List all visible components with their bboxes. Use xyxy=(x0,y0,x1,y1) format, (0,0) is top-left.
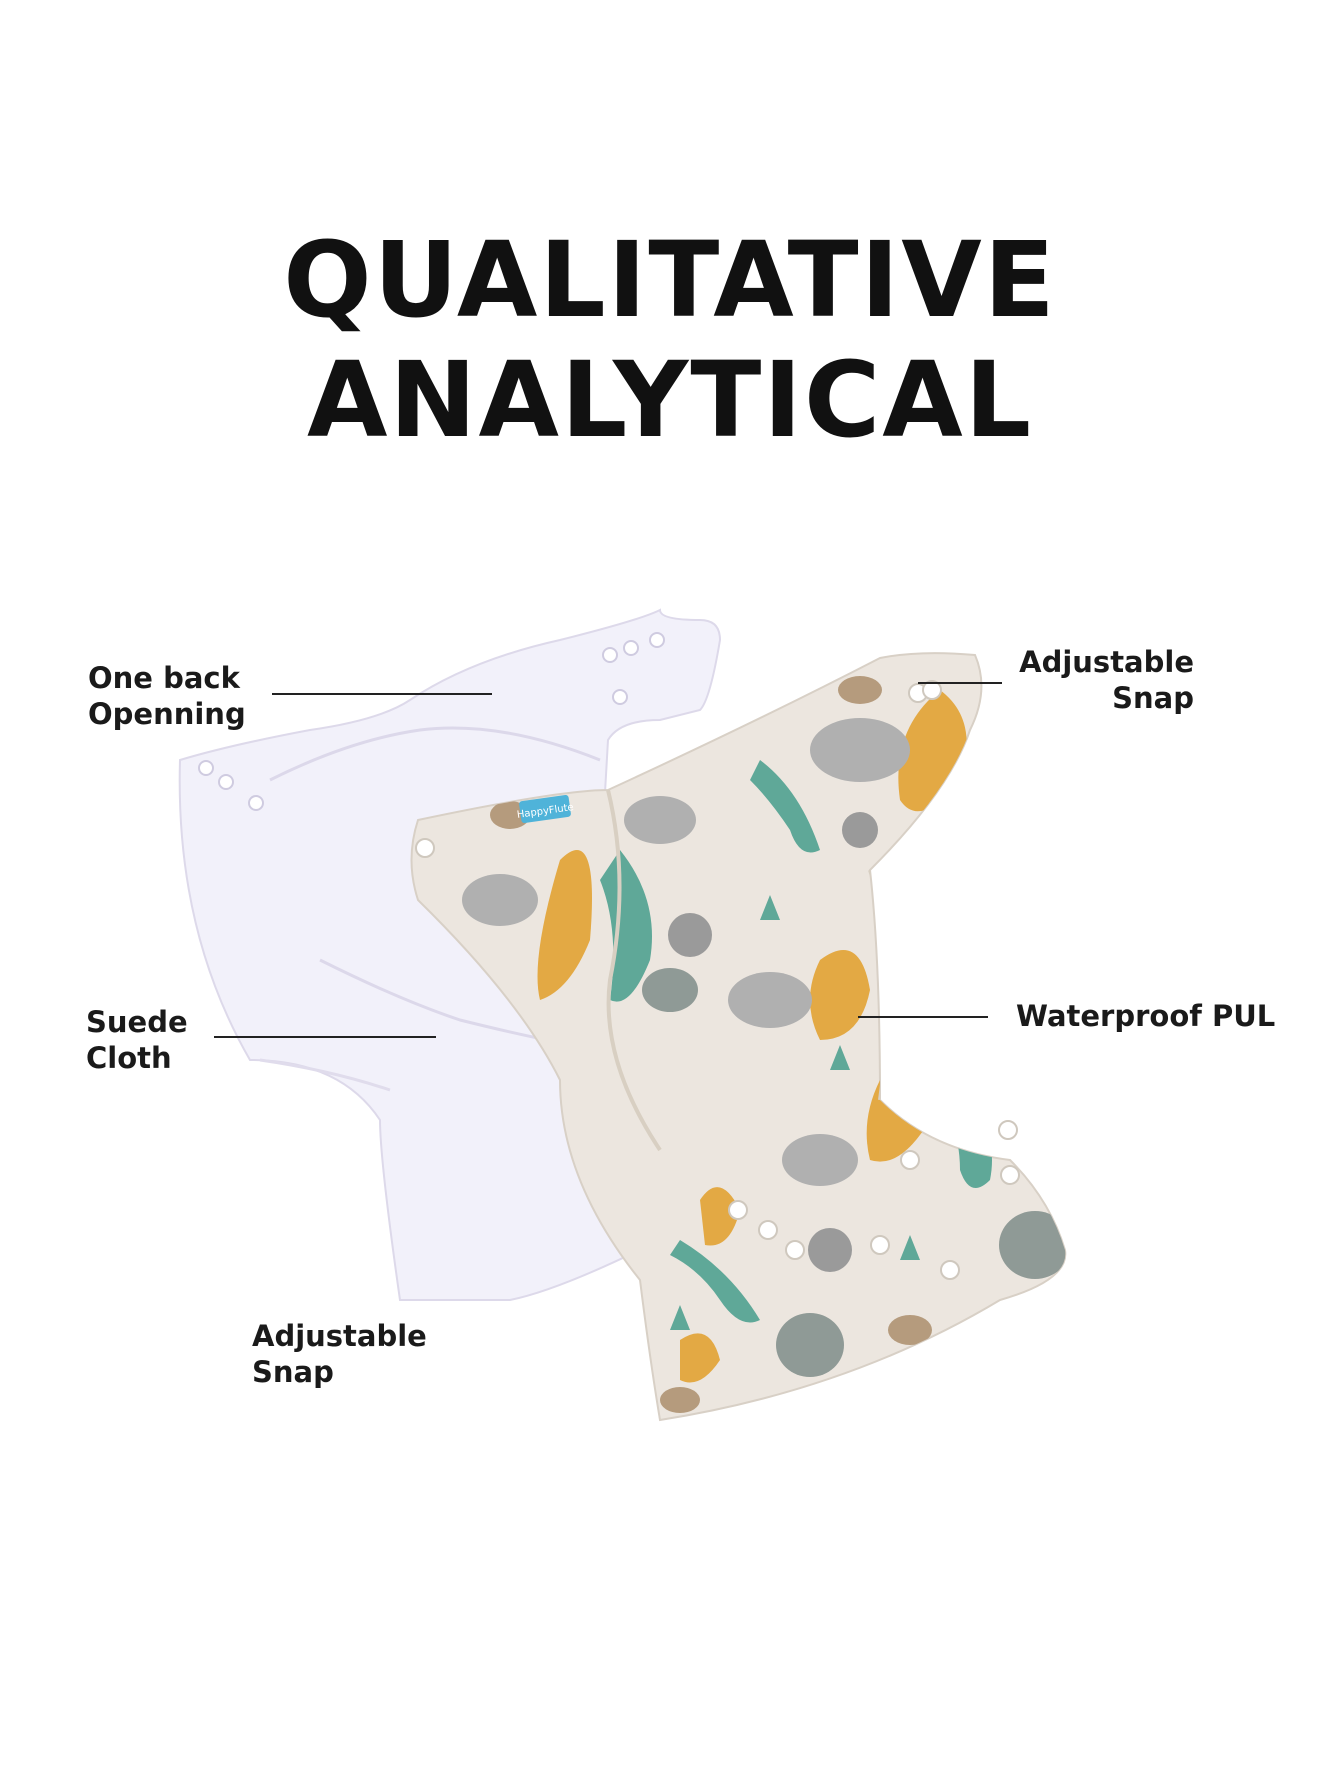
callout-snap-top-line-2: Snap xyxy=(1112,681,1194,715)
callout-suede-cloth-line-1: Suede xyxy=(86,1005,188,1039)
leader-line-waterproof-pul xyxy=(858,1016,988,1018)
callout-snap-top-line-1: Adjustable xyxy=(1019,645,1194,679)
callout-snap-bottom-line-1: Adjustable xyxy=(252,1319,427,1353)
callout-back-opening-line-2: Openning xyxy=(88,697,246,731)
page-title-line-1: QUALITATIVE xyxy=(283,219,1057,341)
callout-snap-bottom-line-2: Snap xyxy=(252,1355,334,1389)
callout-snap-top: Adjustable Snap xyxy=(1000,644,1194,716)
leader-line-snap-top xyxy=(918,682,1002,684)
callout-suede-cloth-line-2: Cloth xyxy=(86,1041,172,1075)
leader-line-suede-cloth xyxy=(214,1036,436,1038)
callout-back-opening-line-1: One back xyxy=(88,661,240,695)
leader-line-back-opening xyxy=(272,693,492,695)
page-title-line-2: ANALYTICAL xyxy=(306,339,1034,461)
callout-waterproof-pul: Waterproof PUL xyxy=(1016,998,1275,1034)
callout-back-opening: One back Openning xyxy=(88,660,246,732)
callout-snap-bottom: Adjustable Snap xyxy=(252,1318,427,1390)
callout-waterproof-pul-line-1: Waterproof PUL xyxy=(1016,999,1276,1033)
callout-suede-cloth: Suede Cloth xyxy=(86,1004,188,1076)
